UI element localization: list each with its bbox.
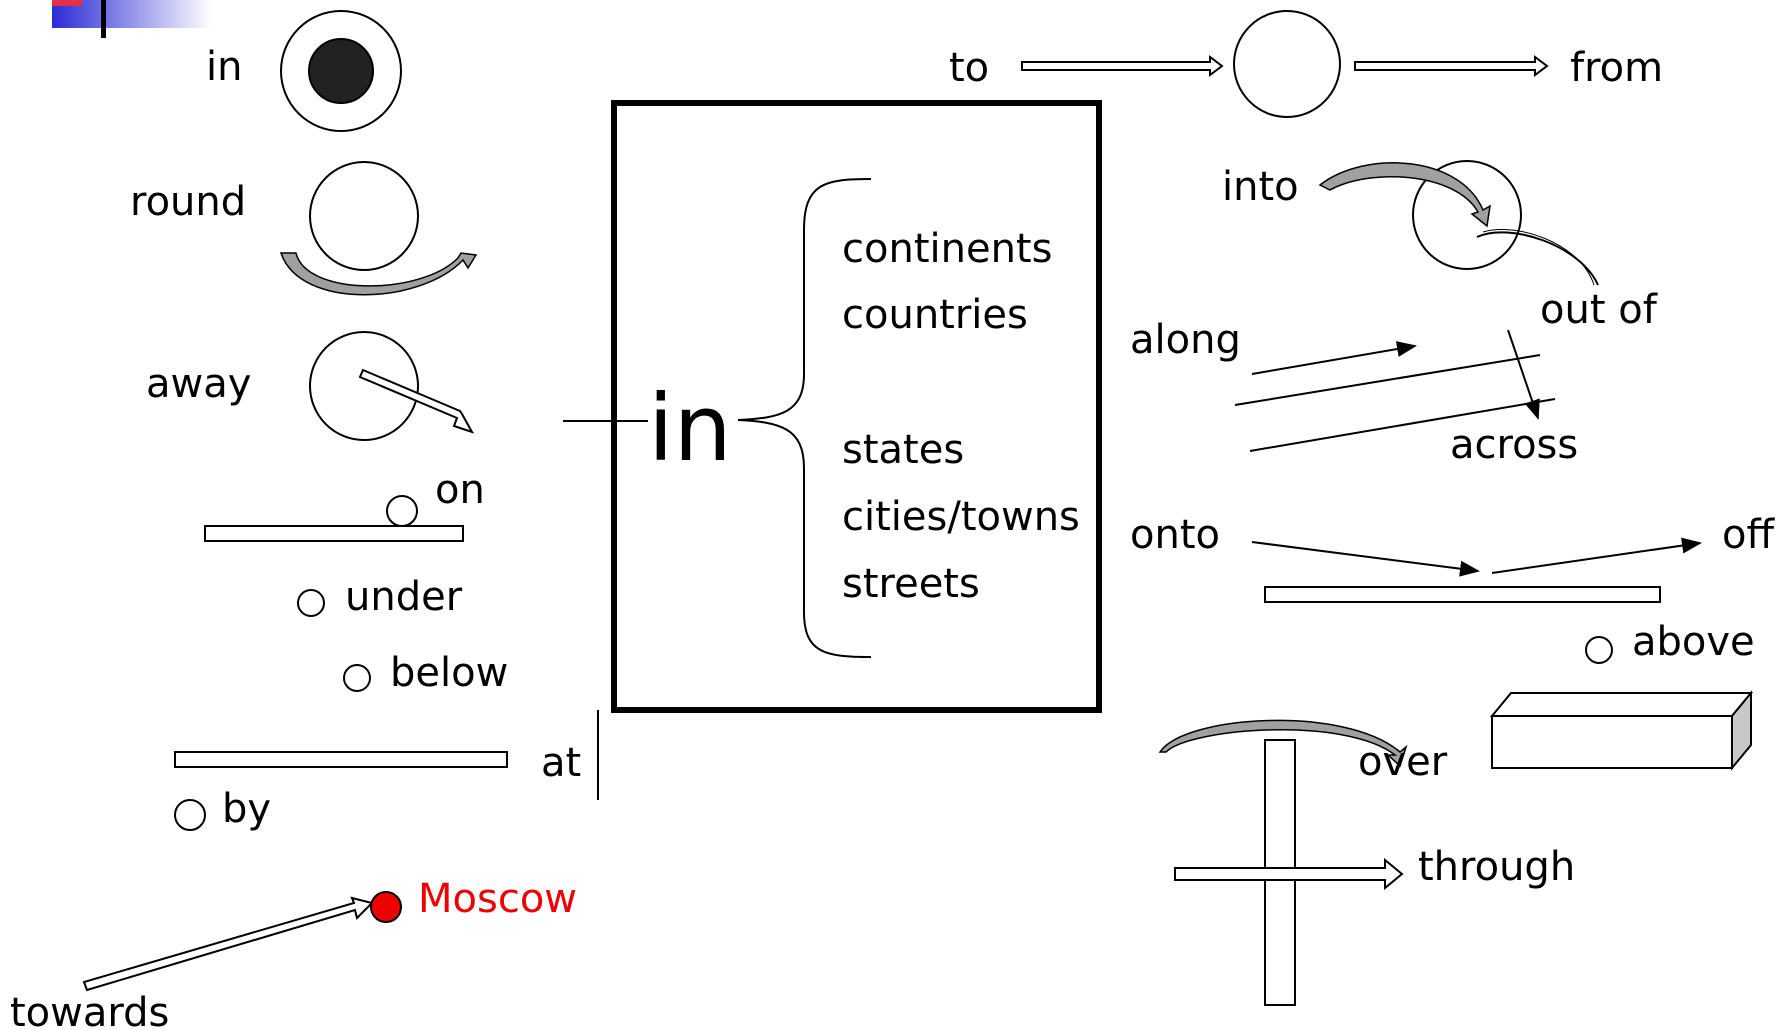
onto-arrow [1251, 541, 1480, 577]
box-item-continents: continents [842, 226, 1052, 272]
circle-away [309, 331, 419, 441]
label-out-of: out of [1540, 287, 1658, 333]
off-arrow [1491, 537, 1702, 574]
ball-above [1585, 636, 1613, 664]
label-on: on [435, 467, 485, 513]
along-line-top [1234, 354, 1541, 406]
into-arrow [1318, 162, 1491, 228]
label-under: under [345, 574, 463, 620]
label-across: across [1450, 422, 1578, 468]
label-above: above [1632, 619, 1755, 665]
round-arrow [279, 252, 478, 296]
to-arrow [1021, 55, 1224, 77]
label-over: over [1358, 739, 1448, 785]
box-item-streets: streets [842, 561, 980, 607]
moscow-dot [370, 891, 402, 923]
towards-arrow [82, 896, 374, 992]
away-arrow [358, 368, 475, 434]
circle-round [309, 161, 419, 271]
bar-by [174, 751, 508, 768]
through-arrow [1174, 857, 1404, 891]
from-arrow [1354, 55, 1549, 77]
label-moscow: Moscow [418, 876, 577, 922]
dot-in-inner [308, 38, 374, 104]
solid-block [1489, 690, 1754, 771]
label-by: by [222, 786, 271, 832]
label-from: from [1570, 45, 1663, 91]
label-below: below [390, 650, 508, 696]
along-arrow [1251, 341, 1417, 375]
across-arrow [1507, 329, 1540, 420]
out-of-arrow [1476, 231, 1599, 286]
brace [737, 178, 872, 658]
circle-to-from [1233, 10, 1341, 118]
ball-under [297, 589, 325, 617]
ball-on [386, 495, 418, 527]
along-line-bottom [1249, 398, 1556, 452]
out-of-arrow-edge [1482, 228, 1595, 286]
label-through: through [1418, 844, 1575, 890]
label-along: along [1130, 317, 1241, 363]
ball-below [343, 664, 371, 692]
label-at: at [541, 740, 581, 786]
ball-by [174, 799, 206, 831]
label-into: into [1222, 164, 1299, 210]
label-round: round [130, 179, 246, 225]
big-in: in [648, 375, 732, 482]
label-off: off [1722, 512, 1775, 558]
circle-into [1412, 160, 1522, 270]
center-box [611, 100, 1102, 713]
slide-logo [52, 0, 212, 38]
label-onto: onto [1130, 512, 1220, 558]
box-item-states: states [842, 427, 964, 473]
bar-on [204, 525, 464, 542]
label-to: to [949, 45, 989, 91]
label-away: away [146, 361, 251, 407]
label-towards: towards [10, 990, 169, 1030]
box-item-cities-towns: cities/towns [842, 494, 1080, 540]
over-arrow [1158, 719, 1408, 768]
box-item-countries: countries [842, 292, 1028, 338]
bar-onto [1264, 586, 1661, 603]
label-in: in [206, 44, 242, 90]
